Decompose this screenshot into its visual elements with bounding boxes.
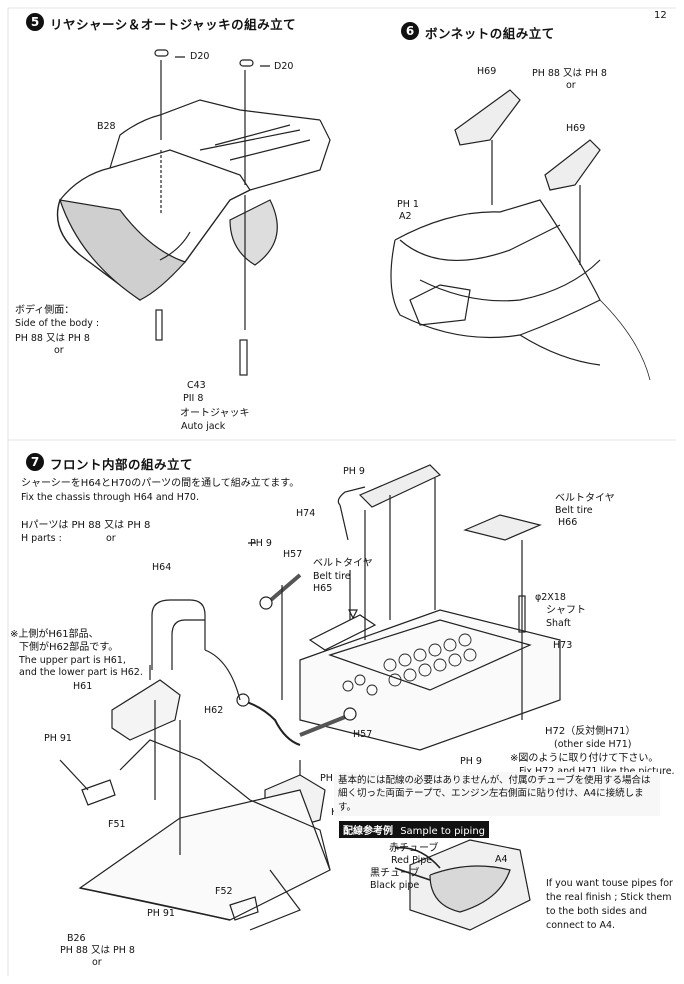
- shaft-jp: シャフト: [546, 605, 586, 616]
- step6-parts: PH 88 又は PH 8: [532, 68, 607, 79]
- h-parts-jp: Hパーツは PH 88 又は PH 8: [21, 520, 151, 531]
- label-h66: H66: [558, 517, 578, 528]
- shaft-dimension: φ2X18: [535, 592, 566, 603]
- label-d20-a: D20: [190, 51, 210, 62]
- label-h64: H64: [152, 562, 172, 573]
- label-h57-a: H57: [283, 549, 303, 560]
- label-pii8: PII 8: [183, 393, 204, 404]
- step6-or: or: [566, 80, 576, 91]
- piping-sample-header: 配線参考例 Sample to piping: [339, 821, 490, 838]
- side-body-or: or: [54, 345, 64, 356]
- belt-tire-en-2: Belt tire: [555, 505, 593, 516]
- step5-number-badge: 5: [26, 13, 44, 31]
- step6-title: ボンネットの組み立て: [425, 26, 555, 41]
- side-body-jp: ボディ側面：: [15, 305, 75, 316]
- piping-header-en: Sample to piping: [400, 826, 486, 837]
- auto-jack-en: Auto jack: [181, 421, 226, 432]
- piping-en-line3: to the both sides and: [546, 906, 648, 917]
- black-pipe-en: Black pipe: [370, 880, 420, 891]
- side-body-parts: PH 88 又は PH 8: [15, 333, 90, 344]
- belt-tire-jp-2: ベルトタイヤ: [555, 493, 615, 504]
- label-c43: C43: [187, 380, 206, 391]
- step5-title: リヤシャーシ＆オートジャッキの組み立て: [50, 17, 297, 32]
- label-h62: H62: [204, 705, 224, 716]
- red-pipe-jp: 赤チューブ: [389, 843, 439, 854]
- label-b28: B28: [97, 121, 116, 132]
- label-ph9-b: PH 9: [343, 466, 365, 477]
- page-corner-number: 12: [654, 10, 667, 21]
- h72-jp: H72（反対側H71）: [545, 726, 636, 737]
- step6-number-badge: 6: [401, 22, 419, 40]
- label-ph91-a: PH 91: [44, 733, 72, 744]
- step7-instruction-jp: シャーシーをH64とH70のパーツの間を通して組み立てます。: [21, 478, 300, 489]
- label-h57-b: H57: [353, 729, 373, 740]
- step7-title: フロント内部の組み立て: [50, 457, 194, 472]
- piping-en-line2: the real finish ; Stick them: [546, 892, 672, 903]
- label-h74: H74: [296, 508, 316, 519]
- fix-note-en: Fix H72 and H71 like the picture.: [519, 766, 675, 778]
- label-ph9-a: PH 9: [250, 538, 272, 549]
- h-parts-or: or: [106, 533, 116, 544]
- black-pipe-jp: 黒チューブ: [370, 868, 420, 879]
- label-ph9-c: PH 9: [320, 773, 342, 784]
- side-body-en: Side of the body :: [15, 318, 100, 329]
- label-f51: F51: [108, 819, 126, 830]
- label-b26-or: or: [92, 957, 102, 968]
- label-a2: A2: [399, 211, 412, 222]
- label-b26-parts: PH 88 又は PH 8: [60, 945, 135, 956]
- note-jp-line1: ※上側がH61部品、: [10, 629, 99, 640]
- label-h73: H73: [553, 640, 573, 651]
- label-d20-b: D20: [274, 61, 294, 72]
- note-en-line1: The upper part is H61,: [19, 655, 126, 666]
- h72-en: (other side H71): [554, 739, 632, 750]
- label-a4: A4: [495, 854, 508, 865]
- step7-number-badge: 7: [26, 453, 44, 471]
- label-f52: F52: [215, 886, 233, 897]
- piping-en-line1: If you want touse pipes for: [546, 878, 673, 889]
- red-pipe-en: Red Pipe: [391, 855, 433, 866]
- fix-note-jp: ※図のように取り付けて下さい。: [510, 753, 659, 764]
- piping-note-box: 基本的には配線の必要はありませんが、付属のチューブを使用する場合は細く切った両面…: [334, 772, 660, 816]
- label-b26: B26: [67, 933, 86, 944]
- label-ph91-b: PH 91: [147, 908, 175, 919]
- label-ph1: PH 1: [397, 199, 419, 210]
- h-parts-en: H parts :: [21, 533, 62, 544]
- label-ph9-d: PH 9: [460, 756, 482, 767]
- label-h69-b: H69: [566, 123, 586, 134]
- piping-note-jp: 基本的には配線の必要はありませんが、付属のチューブを使用する場合は細く切った両面…: [338, 775, 651, 813]
- step7-instruction-en: Fix the chassis through H64 and H70.: [21, 492, 199, 503]
- note-jp-line2: 下側がH62部品です。: [19, 642, 119, 653]
- belt-tire-en-1: Belt tire: [313, 571, 351, 582]
- label-h65: H65: [313, 583, 333, 594]
- label-h61: H61: [73, 681, 93, 692]
- piping-header-jp: 配線参考例: [343, 826, 393, 837]
- note-en-line2: and the lower part is H62.: [19, 667, 143, 678]
- piping-en-line4: connect to A4.: [546, 920, 616, 931]
- auto-jack-jp: オートジャッキ: [180, 408, 250, 419]
- belt-tire-jp-1: ベルトタイヤ: [313, 558, 373, 569]
- label-h69-a: H69: [477, 66, 497, 77]
- shaft-en: Shaft: [546, 618, 571, 629]
